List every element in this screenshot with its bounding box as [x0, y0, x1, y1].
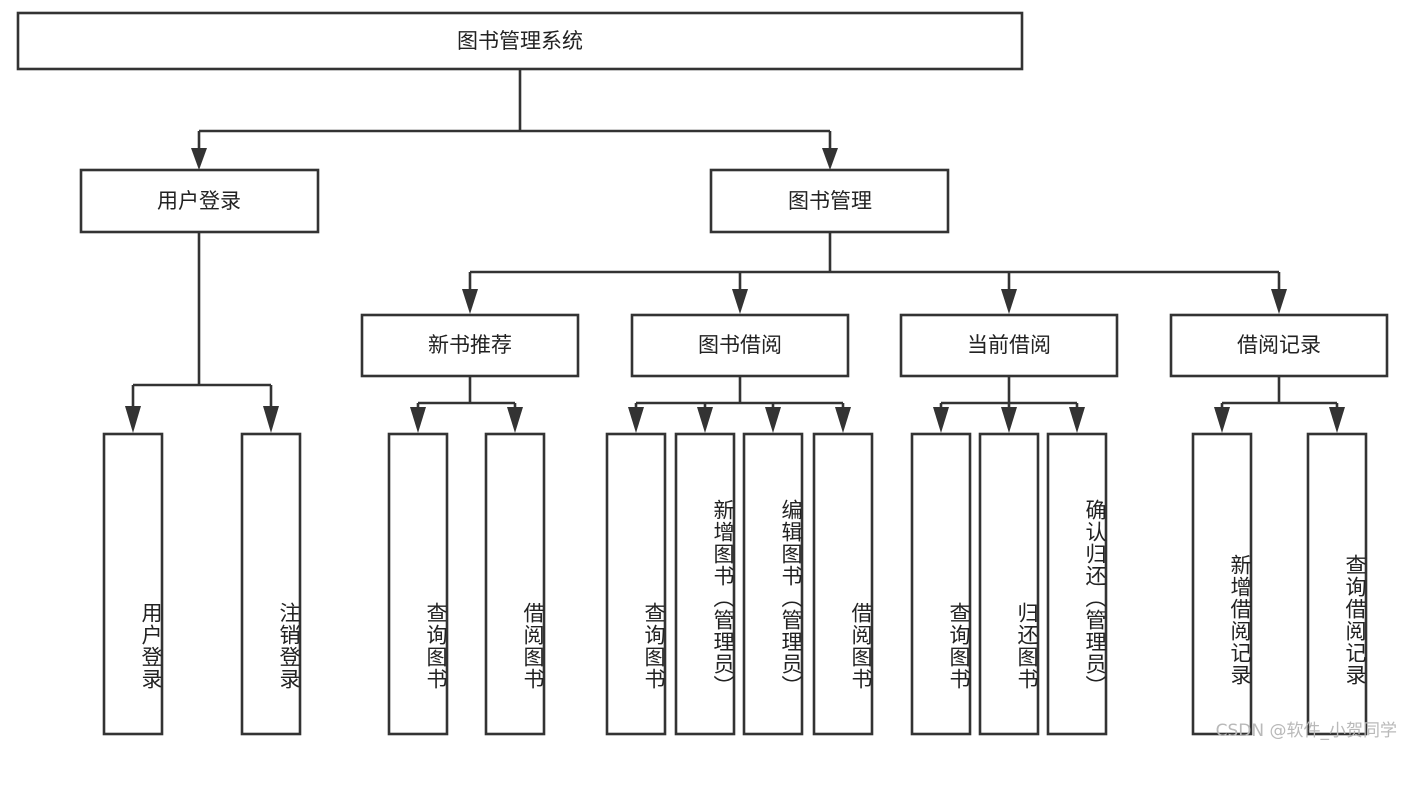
arrow-head-book-borrow	[732, 289, 748, 314]
arrow-head-leaf-return-book	[1001, 407, 1017, 433]
node-book-manage[interactable]: 图书管理	[709, 168, 950, 234]
flowchart-diagram: 图书管理系统 用户登录 图书管理 新书推荐 图书借阅 当前借阅 借阅记录	[16, 11, 1397, 741]
node-leaf-return-book-label: 归还图书	[1015, 602, 1039, 690]
node-leaf-borrow-book-2-box[interactable]	[812, 432, 874, 736]
node-leaf-query-book-3-box[interactable]	[910, 432, 972, 736]
node-user-login[interactable]: 用户登录	[79, 168, 320, 234]
node-leaf-query-book-3-label: 查询图书	[947, 602, 971, 690]
node-root-box[interactable]	[16, 11, 1024, 71]
node-leaf-confirm-return-label: 确认归还（管理员）	[1083, 499, 1107, 697]
node-borrow-record-label: 借阅记录	[1237, 333, 1321, 357]
node-leaf-logout-label: 注销登录	[277, 602, 301, 690]
node-leaf-borrow-book-1-label: 借阅图书	[521, 602, 545, 690]
node-leaf-confirm-return-box[interactable]	[1046, 432, 1108, 736]
node-leaf-return-book-box[interactable]	[978, 432, 1040, 736]
node-new-book-recommend-label: 新书推荐	[428, 333, 512, 357]
node-leaf-user-login-box[interactable]	[102, 432, 164, 736]
node-root-label: 图书管理系统	[457, 29, 583, 53]
arrow-head-borrow-record	[1271, 289, 1287, 314]
node-leaf-query-book-1-label: 查询图书	[424, 602, 448, 690]
arrow-head-leaf-confirm-return	[1069, 407, 1085, 433]
node-leaf-query-record-label: 查询借阅记录	[1343, 554, 1367, 686]
node-leaf-add-book-box[interactable]	[674, 432, 736, 736]
node-book-manage-label: 图书管理	[788, 189, 872, 213]
flowchart-canvas: 图书管理系统 用户登录 图书管理 新书推荐 图书借阅 当前借阅 借阅记录	[16, 11, 1389, 736]
node-leaf-borrow-book-1-box[interactable]	[484, 432, 546, 736]
node-current-borrow-box[interactable]	[899, 313, 1119, 378]
arrow-head-leaf-query-book-3	[933, 407, 949, 433]
node-leaf-logout-box[interactable]	[240, 432, 302, 736]
node-leaf-query-book-2-label: 查询图书	[642, 602, 666, 690]
node-leaf-add-book-label: 新增图书（管理员）	[711, 499, 735, 697]
node-current-borrow[interactable]: 当前借阅	[899, 313, 1119, 378]
arrow-head-leaf-borrow-book-2	[835, 407, 851, 433]
node-borrow-record-box[interactable]	[1169, 313, 1389, 378]
node-borrow-record[interactable]: 借阅记录	[1169, 313, 1389, 378]
arrow-head-leaf-query-record	[1329, 407, 1345, 433]
arrow-head-current-borrow	[1001, 289, 1017, 314]
node-current-borrow-label: 当前借阅	[967, 333, 1051, 357]
connector-group	[125, 69, 1345, 433]
node-leaf-query-book-1-box[interactable]	[387, 432, 449, 736]
node-leaf-edit-book-label: 编辑图书（管理员）	[779, 499, 803, 697]
node-book-borrow-label: 图书借阅	[698, 333, 782, 357]
node-leaf-user-login-label: 用户登录	[139, 602, 163, 690]
node-new-book-recommend-box[interactable]	[360, 313, 580, 378]
node-book-borrow-box[interactable]	[630, 313, 850, 378]
arrow-head-leaf-query-book-1	[410, 407, 426, 433]
node-user-login-label: 用户登录	[157, 189, 241, 213]
arrow-head-user-login	[191, 148, 207, 170]
watermark-text: CSDN @软件_小贺同学	[1215, 721, 1397, 741]
node-book-borrow[interactable]: 图书借阅	[630, 313, 850, 378]
node-leaf-query-book-2-box[interactable]	[605, 432, 667, 736]
node-new-book-recommend[interactable]: 新书推荐	[360, 313, 580, 378]
node-user-login-box[interactable]	[79, 168, 320, 234]
arrow-head-leaf-edit-book	[765, 407, 781, 433]
arrow-head-leaf-borrow-book-1	[507, 407, 523, 433]
node-root[interactable]: 图书管理系统	[16, 11, 1024, 71]
arrow-head-leaf-add-book	[697, 407, 713, 433]
node-leaf-query-record-box[interactable]	[1306, 432, 1368, 736]
node-leaf-add-record-box[interactable]	[1191, 432, 1253, 736]
arrow-head-leaf-logout	[263, 406, 279, 433]
arrow-head-leaf-query-book-2	[628, 407, 644, 433]
arrow-head-leaf-user-login	[125, 406, 141, 433]
arrow-head-leaf-add-record	[1214, 407, 1230, 433]
arrow-head-book-manage	[822, 148, 838, 170]
node-book-manage-box[interactable]	[709, 168, 950, 234]
node-leaf-edit-book-box[interactable]	[742, 432, 804, 736]
node-leaf-add-record-label: 新增借阅记录	[1228, 554, 1252, 686]
node-leaf-borrow-book-2-label: 借阅图书	[849, 602, 873, 690]
arrow-head-new-book-recommend	[462, 289, 478, 314]
